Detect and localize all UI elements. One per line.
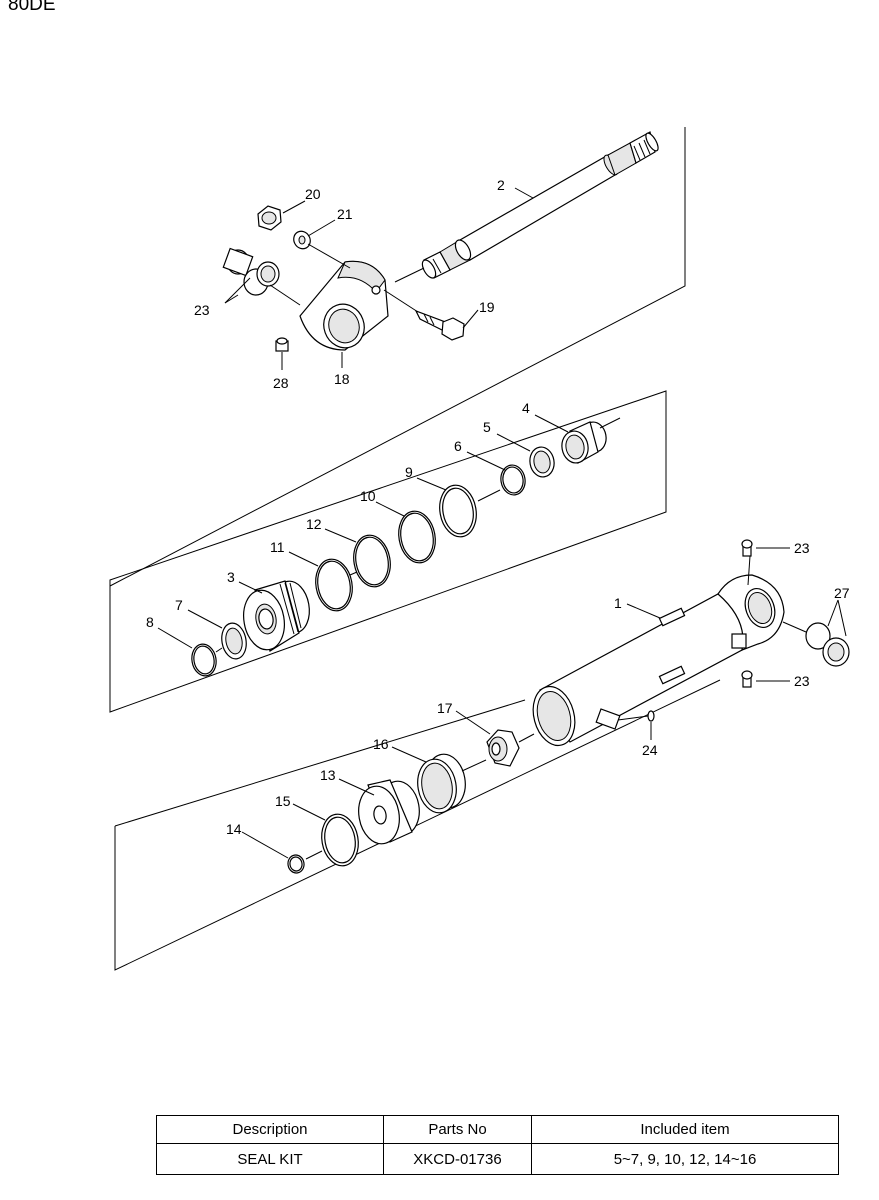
cylinder-tube bbox=[532, 574, 785, 747]
cell-description: SEAL KIT bbox=[156, 1143, 384, 1175]
callout-3: 3 bbox=[227, 569, 235, 585]
rod-eye bbox=[299, 260, 389, 351]
callout-15: 15 bbox=[275, 793, 291, 809]
callout-17: 17 bbox=[437, 700, 453, 716]
callout-14: 14 bbox=[226, 821, 242, 837]
column-header-parts-no: Parts No bbox=[383, 1115, 532, 1144]
tube-group-boundary-bottom bbox=[114, 679, 721, 971]
grease-nipple-23-top bbox=[741, 539, 753, 557]
column-header-included-item: Included item bbox=[531, 1115, 839, 1144]
callout-23-rod: 23 bbox=[194, 302, 210, 318]
callout-5: 5 bbox=[483, 419, 491, 435]
grease-nipple-23-bottom bbox=[741, 670, 753, 688]
table-row: SEAL KIT XKCD-01736 5~7, 9, 10, 12, 14~1… bbox=[156, 1143, 839, 1175]
callout-28: 28 bbox=[273, 375, 289, 391]
callout-8: 8 bbox=[146, 614, 154, 630]
model-header: 80DE bbox=[8, 0, 56, 15]
nut-17 bbox=[486, 729, 520, 767]
piston-rod bbox=[421, 131, 659, 279]
callout-2: 2 bbox=[497, 177, 505, 193]
callout-19: 19 bbox=[479, 299, 495, 315]
plug-24 bbox=[595, 708, 655, 730]
callout-6: 6 bbox=[454, 438, 462, 454]
callout-18: 18 bbox=[334, 371, 350, 387]
grease-nipple-28 bbox=[275, 337, 289, 352]
callout-11: 11 bbox=[270, 539, 285, 555]
seal-kit-table: Description Parts No Included item SEAL … bbox=[156, 1115, 839, 1175]
bushings-23-rod bbox=[222, 247, 280, 296]
bushings-27 bbox=[805, 622, 850, 667]
washer-21 bbox=[293, 230, 311, 250]
callout-9: 9 bbox=[405, 464, 413, 480]
bolt-19 bbox=[414, 309, 465, 341]
table-header-row: Description Parts No Included item bbox=[156, 1115, 839, 1144]
callout-23-bottom: 23 bbox=[794, 673, 810, 689]
cell-parts-no: XKCD-01736 bbox=[383, 1143, 532, 1175]
callout-10: 10 bbox=[360, 488, 376, 504]
column-header-description: Description bbox=[156, 1115, 384, 1144]
tube-group-boundary-top bbox=[114, 699, 526, 827]
nut-20 bbox=[257, 205, 282, 231]
piston-13 bbox=[358, 779, 420, 845]
callout-12: 12 bbox=[306, 516, 322, 532]
callout-13: 13 bbox=[320, 767, 336, 783]
callout-27: 27 bbox=[834, 585, 850, 601]
callout-21: 21 bbox=[337, 206, 353, 222]
callout-23-top: 23 bbox=[794, 540, 810, 556]
bushing-4 bbox=[561, 421, 607, 464]
gland-group: 4 5 6 9 10 12 11 3 7 8 bbox=[109, 390, 667, 713]
cell-included-item: 5~7, 9, 10, 12, 14~16 bbox=[531, 1143, 839, 1175]
callout-24: 24 bbox=[642, 742, 658, 758]
callout-7: 7 bbox=[175, 597, 183, 613]
rod-group: 20 21 2 19 23 18 28 bbox=[109, 127, 686, 587]
gland-group-boundary bbox=[109, 390, 667, 713]
callout-1: 1 bbox=[614, 595, 622, 611]
callout-20: 20 bbox=[305, 186, 321, 202]
tube-group: 1 23 23 27 24 17 16 13 15 14 bbox=[114, 539, 850, 971]
wear-ring-16 bbox=[417, 753, 466, 814]
callout-4: 4 bbox=[522, 400, 530, 416]
gland-3 bbox=[243, 580, 310, 652]
callout-16: 16 bbox=[373, 736, 389, 752]
rod-group-boundary bbox=[109, 127, 686, 587]
